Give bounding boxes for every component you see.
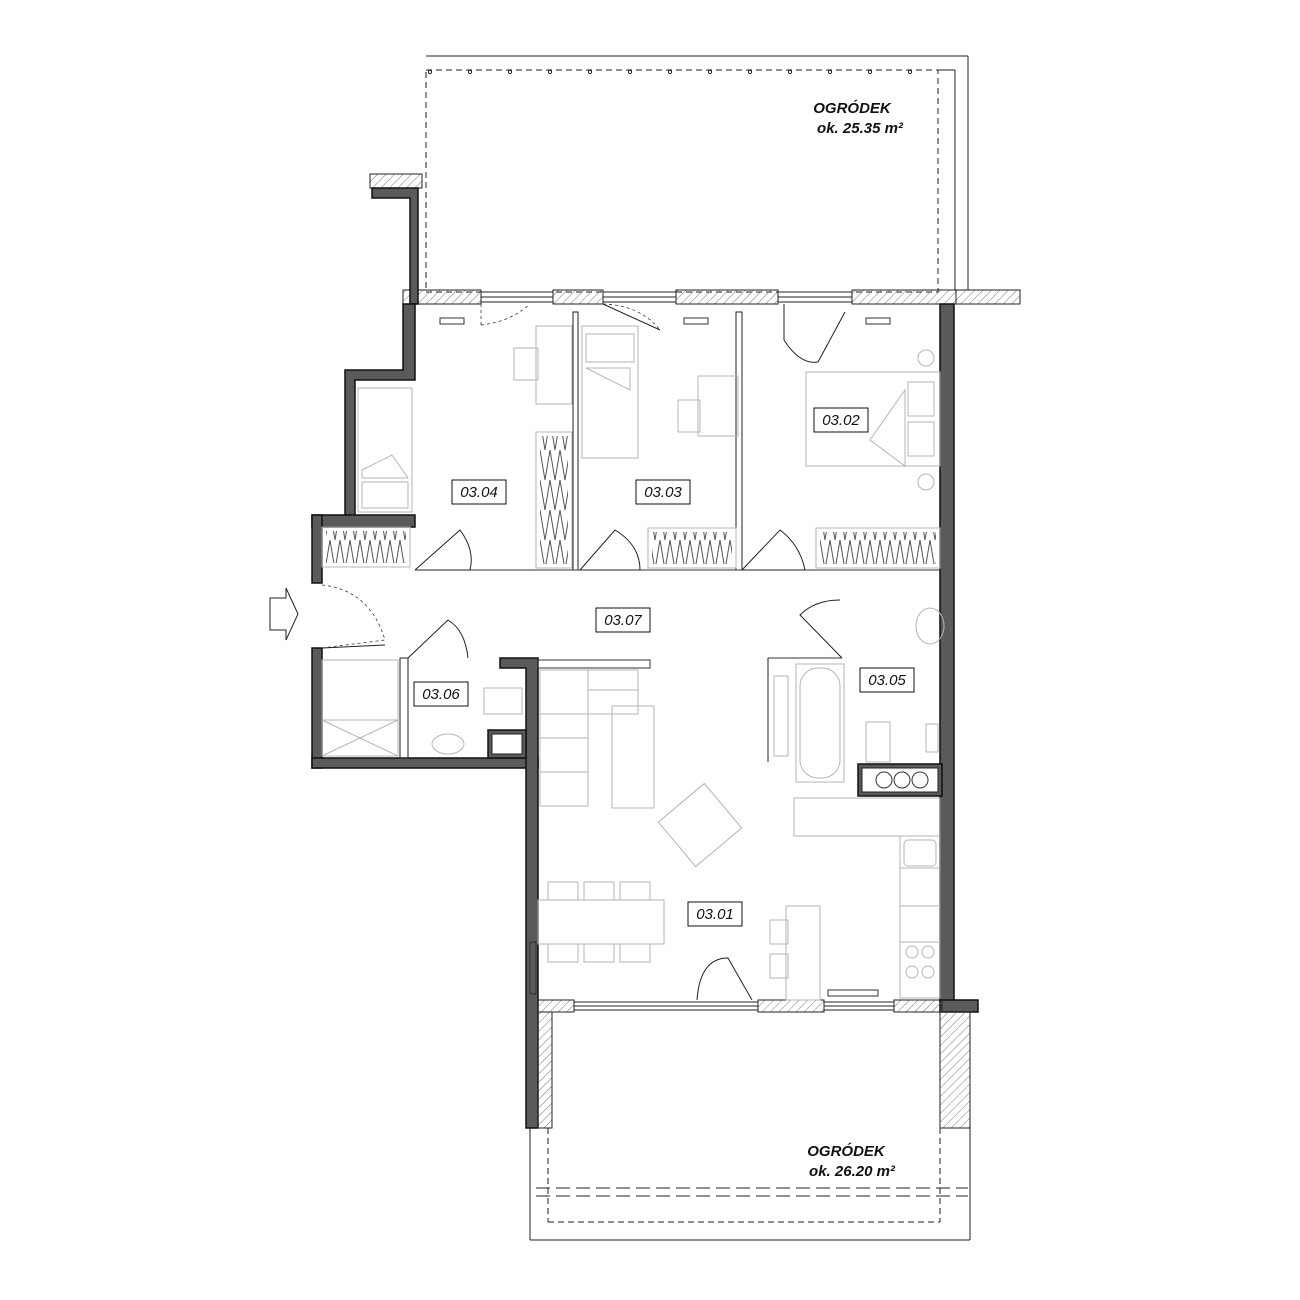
walls — [311, 187, 1021, 1129]
room-id-03-07: 03.07 — [604, 612, 642, 629]
doors — [321, 303, 846, 1001]
garden-north-fence-posts — [427, 69, 913, 75]
room-id-03-04: 03.04 — [460, 484, 498, 501]
garden-south-name: OGRÓDEK — [807, 1142, 886, 1160]
room-id-03-03: 03.03 — [644, 484, 682, 501]
garden-south-area: ok. 26.20 m² — [809, 1163, 896, 1180]
room-label-03-03: 03.03 — [635, 479, 691, 505]
room-id-03-05: 03.05 — [868, 672, 906, 689]
garden-south: OGRÓDEK ok. 26.20 m² — [529, 1011, 971, 1241]
room-id-03-06: 03.06 — [422, 686, 460, 703]
room-label-03-06: 03.06 — [413, 681, 469, 707]
room-label-03-02: 03.02 — [813, 407, 869, 433]
room-label-03-04: 03.04 — [451, 479, 507, 505]
room-id-03-02: 03.02 — [822, 412, 860, 429]
room-id-03-01: 03.01 — [696, 906, 734, 923]
furniture — [321, 325, 945, 1001]
garden-north: OGRÓDEK ok. 25.35 m² — [369, 55, 969, 293]
entrance-arrow-icon — [269, 587, 299, 641]
room-label-03-07: 03.07 — [595, 607, 651, 633]
garden-north-area: ok. 25.35 m² — [817, 120, 904, 137]
room-label-03-01: 03.01 — [687, 901, 743, 927]
garden-north-name: OGRÓDEK — [813, 99, 892, 117]
radiators — [439, 317, 891, 997]
windows — [480, 291, 895, 1011]
room-label-03-05: 03.05 — [859, 667, 915, 693]
garden-north-insulation-strip — [369, 173, 423, 189]
